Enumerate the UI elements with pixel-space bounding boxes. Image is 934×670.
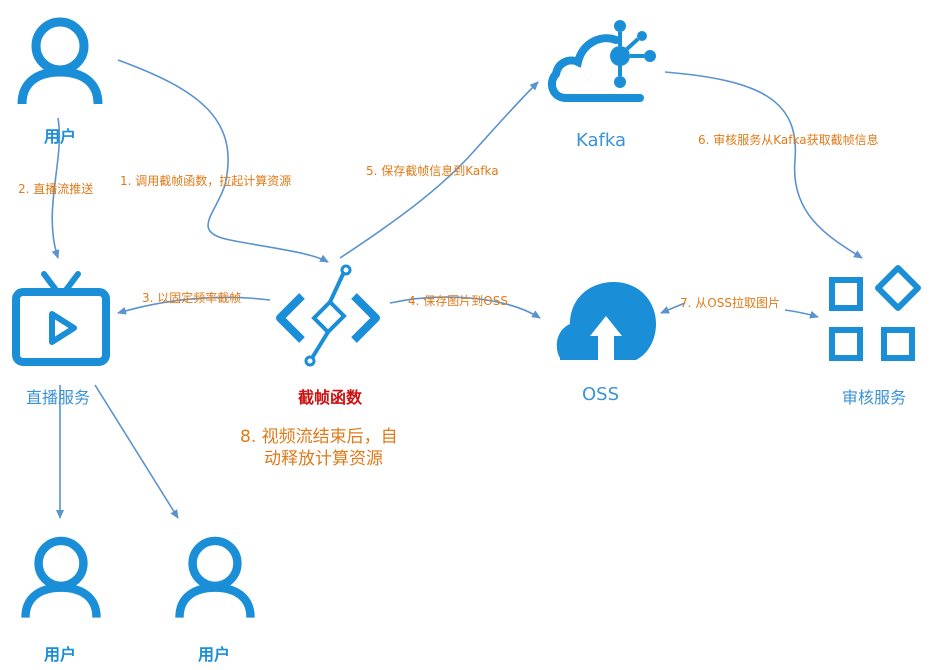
frame-function-label: 截帧函数 [298, 388, 363, 407]
note-line-1: 8. 视频流结束后，自 [240, 427, 398, 447]
edge-5-label: 5. 保存截帧信息到Kafka [366, 164, 499, 178]
edge-4-line [389, 296, 541, 319]
user-top-label: 用户 [44, 127, 77, 146]
review-service-label: 审核服务 [842, 388, 907, 407]
edge-1-label: 1. 调用截帧函数，拉起计算资源 [120, 174, 292, 188]
user-bottom-left-label: 用户 [44, 645, 77, 664]
note-text: 8. 视频流结束后，自 动释放计算资源 [240, 426, 398, 470]
oss-cloud-upload-icon [556, 282, 656, 360]
user-icon [175, 536, 255, 618]
user-bottom-right-label: 用户 [198, 645, 231, 664]
edge-5-line [339, 81, 539, 259]
user-icon [21, 536, 101, 618]
edge-to-user-right-line [94, 384, 179, 519]
review-service-apps-icon [829, 265, 921, 361]
oss-label: OSS [582, 384, 620, 405]
live-service-label: 直播服务 [26, 388, 91, 407]
edge-1-line [117, 59, 329, 263]
tv-icon [12, 271, 110, 366]
edge-7-label: 7. 从OSS拉取图片 [680, 296, 780, 310]
kafka-cloud-icon [547, 20, 656, 102]
note-line-2: 动释放计算资源 [264, 449, 383, 469]
edge-2-label: 2. 直播流推送 [18, 182, 94, 196]
edge-4-label: 4. 保存图片到OSS [408, 294, 508, 308]
edge-2-line [51, 117, 61, 259]
edge-6-label: 6. 审核服务从Kafka获取截帧信息 [698, 133, 879, 147]
function-icon [276, 264, 380, 367]
edge-7-line-right [784, 309, 819, 319]
edge-6-line [664, 71, 863, 259]
kafka-label: Kafka [576, 130, 626, 151]
edge-3-line [117, 296, 271, 315]
edge-7-line-left [660, 302, 686, 314]
user-icon [17, 17, 103, 105]
edge-3-label: 3. 以固定频率截帧 [142, 291, 242, 305]
